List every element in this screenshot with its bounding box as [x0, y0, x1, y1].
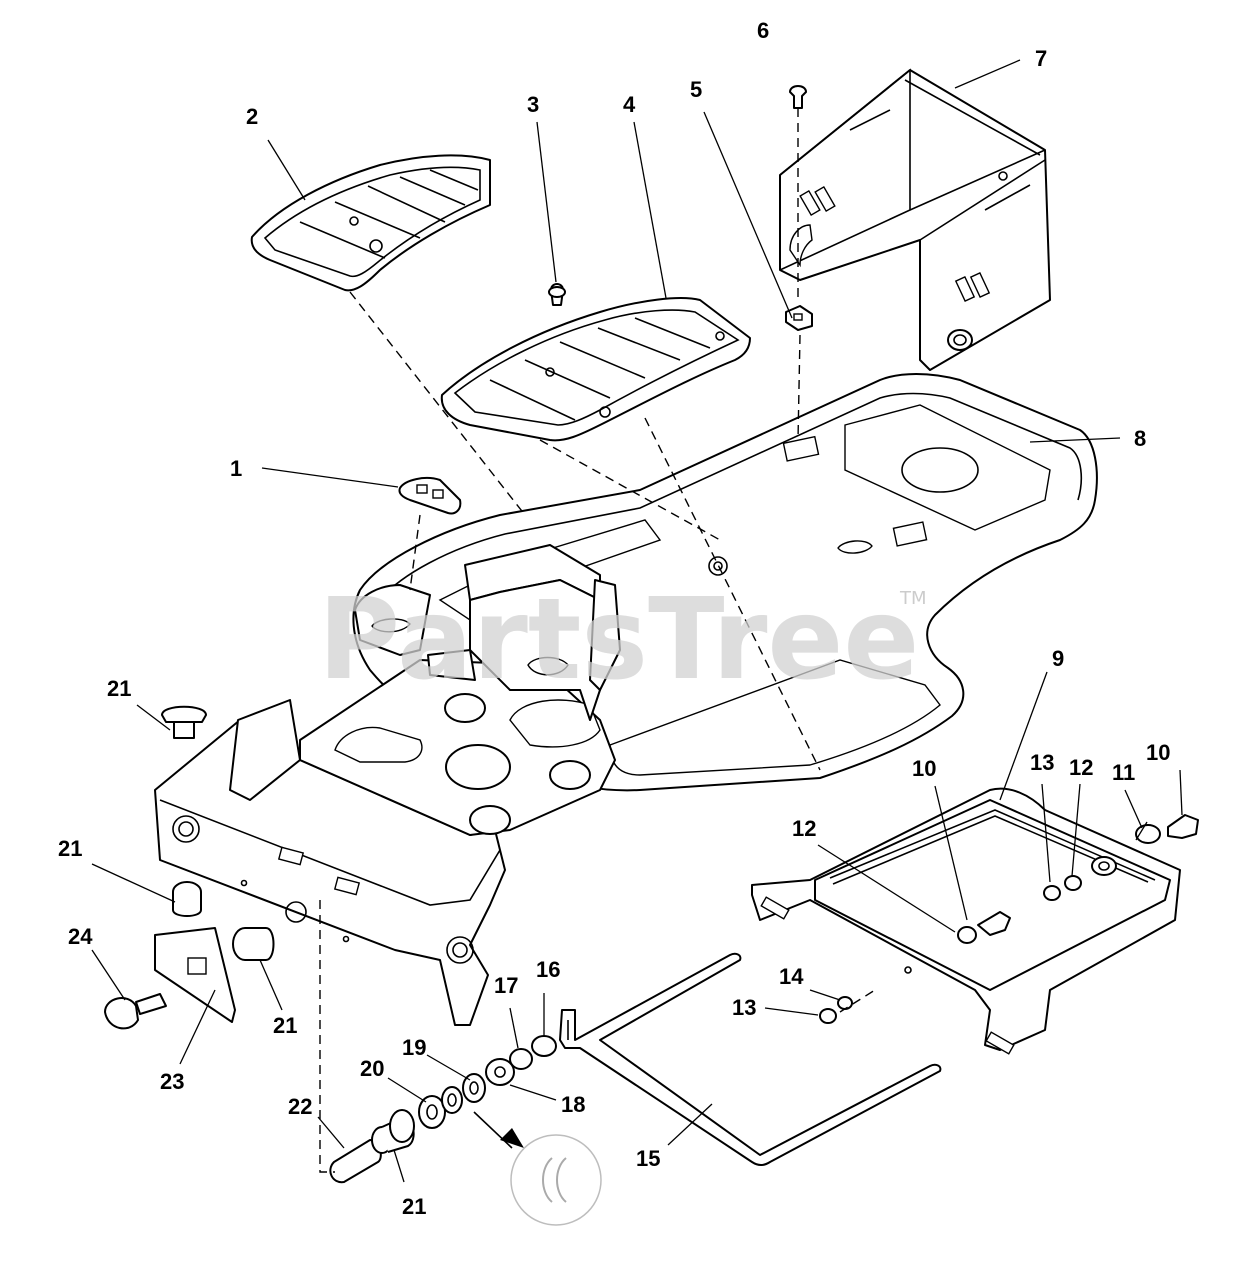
callout-21-c: 21 — [273, 1013, 297, 1038]
watermark-brand: PartsTree — [318, 575, 919, 705]
callout-3: 3 — [527, 92, 539, 117]
foot-pad-right — [440, 297, 751, 442]
callout-13-a: 13 — [1030, 750, 1054, 775]
callout-15: 15 — [636, 1146, 660, 1171]
callout-4: 4 — [623, 92, 636, 117]
leader-lines — [91, 59, 1183, 1183]
callout-7: 7 — [1035, 46, 1047, 71]
callout-20: 20 — [360, 1056, 384, 1081]
seat-bracket — [779, 68, 1051, 371]
callout-23: 23 — [160, 1069, 184, 1094]
callout-9: 9 — [1052, 646, 1064, 671]
nut-and-bolt — [785, 85, 813, 331]
main-frame — [154, 373, 1098, 1026]
callout-8: 8 — [1134, 426, 1146, 451]
watermark: PartsTree TM — [318, 575, 927, 705]
callout-5: 5 — [690, 77, 702, 102]
callout-19: 19 — [402, 1035, 426, 1060]
watermark-trademark: TM — [899, 588, 927, 609]
front-hardware — [104, 705, 602, 1226]
callout-22: 22 — [288, 1094, 312, 1119]
callout-labels: 1 2 3 4 5 6 7 8 9 10 10 11 12 12 13 13 1… — [58, 18, 1170, 1219]
callout-13-b: 13 — [732, 995, 756, 1020]
callout-14: 14 — [779, 964, 804, 989]
callout-2: 2 — [246, 104, 258, 129]
callout-17: 17 — [494, 973, 518, 998]
callout-10-b: 10 — [1146, 740, 1170, 765]
tray-hardware — [819, 814, 1199, 1024]
assembly-lines — [319, 108, 876, 1173]
callout-6: 6 — [757, 18, 769, 43]
clip — [398, 477, 462, 515]
callout-24: 24 — [68, 924, 93, 949]
callout-12-a: 12 — [792, 816, 816, 841]
callout-11: 11 — [1112, 760, 1135, 785]
battery-tray — [751, 787, 1181, 1055]
callout-21-d: 21 — [402, 1194, 426, 1219]
callout-1: 1 — [230, 456, 242, 481]
rod — [559, 952, 942, 1166]
callout-21-a: 21 — [107, 676, 131, 701]
callout-16: 16 — [536, 957, 560, 982]
push-pin — [548, 283, 566, 306]
callout-21-b: 21 — [58, 836, 82, 861]
callout-18: 18 — [561, 1092, 585, 1117]
callout-12-b: 12 — [1069, 755, 1093, 780]
foot-pad-left — [250, 154, 491, 292]
callout-10-a: 10 — [912, 756, 936, 781]
